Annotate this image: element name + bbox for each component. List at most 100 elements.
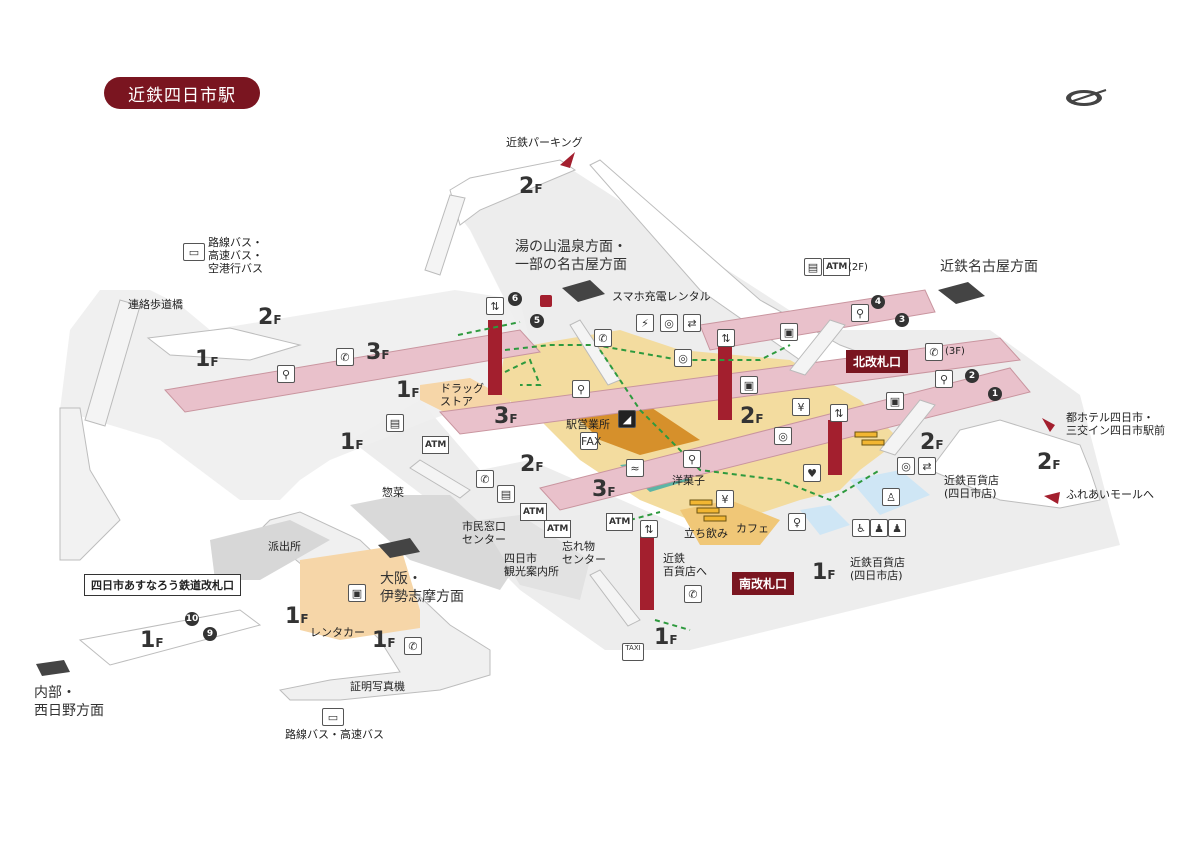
marker-1: 1 (988, 387, 1002, 401)
taxi-icon: TAXI (622, 643, 644, 661)
utsube-direction: 内部・西日野方面 (34, 685, 104, 720)
luggage-icon: ▣ (348, 584, 366, 602)
bus-stop-top-label: 路線バス・高速バス・空港行バス (208, 236, 263, 276)
marker-2: 2 (965, 369, 979, 383)
atm-icon-3: ATM (520, 503, 548, 521)
floor-label-1f-c: 1F (340, 430, 364, 455)
standing-bar-label: 立ち飲み (684, 527, 728, 540)
deli-label: 惣菜 (382, 486, 404, 499)
yunoyama-direction: 湯の山温泉方面・一部の名古屋方面 (515, 239, 627, 274)
elevator-icon-3: ⇅ (830, 404, 848, 422)
info-person-icon: ♙ (882, 488, 900, 506)
charging-label: スマホ充電レンタル (612, 290, 711, 303)
phone-icon-3: ✆ (925, 343, 943, 361)
ticket-gates (689, 431, 885, 522)
floor-label-1f-right: 1F (812, 560, 836, 585)
atm-icon-5: ATM (606, 513, 634, 531)
parking-label: 近鉄パーキング (506, 136, 583, 149)
dept-store-a-label: 近鉄百貨店(四日市店) (944, 474, 999, 501)
phone-icon-6: ✆ (404, 637, 422, 655)
floor-label-2f-top: 2F (519, 174, 543, 199)
toilet-icon-5: ⚲ (683, 450, 701, 468)
city-window-label: 市民窓口センター (462, 520, 506, 547)
bus-icon: ▭ (183, 243, 205, 261)
locker-icon: ◎ (674, 349, 692, 367)
atm-icon: ATM (823, 258, 851, 276)
asunarou-gate-label: 四日市あすなろう鉄道改札口 (84, 574, 241, 596)
route-lines (457, 321, 881, 631)
photo-booth-label: 証明写真機 (350, 680, 405, 693)
floor-label-1f-asunarou: 1F (285, 604, 309, 629)
fureai-direction: ふれあいモールへ (1066, 488, 1154, 501)
arrows (36, 152, 1060, 676)
phone-icon: ✆ (336, 348, 354, 366)
ticket-icon: ◢ (618, 410, 636, 428)
floor-label-3f-c: 3F (592, 477, 616, 502)
family-icon: ♟ (870, 519, 888, 537)
luggage-icon-4: ▣ (886, 392, 904, 410)
hotel-direction: 都ホテル四日市・三交イン四日市駅前 (1066, 411, 1165, 438)
floor-label-1f-platform: 1F (140, 628, 164, 653)
drugstore-label: ドラッグストア (440, 382, 484, 409)
smoking-icon: ≈ (626, 459, 644, 477)
police-box-label: 派出所 (268, 540, 301, 553)
floor-label-1f-b: 1F (396, 378, 420, 403)
toilet-icon-3: ⚲ (851, 304, 869, 322)
atm-icon-4: ATM (544, 520, 572, 538)
floor-label-2f-right: 2F (920, 430, 944, 455)
south-gate-label: 南改札口 (732, 572, 795, 595)
marker-10: 10 (185, 612, 199, 626)
floor-label-1f-rental: 1F (372, 628, 396, 653)
ticket-machine-icon-2: ▤ (497, 485, 515, 503)
elevator-shafts (488, 320, 842, 610)
atm-floor-note: (2F) (848, 262, 868, 273)
floor-label-3f-b: 3F (494, 404, 518, 429)
marker-5: 5 (530, 314, 544, 328)
floor-label-3f-a: 3F (366, 340, 390, 365)
tourist-info-label: 四日市観光案内所 (504, 552, 559, 579)
floor-label-1f-bottom: 1F (654, 625, 678, 650)
dept-store-direction: 近鉄百貨店へ (663, 552, 707, 579)
bus-stop-bottom-label: 路線バス・高速バス (285, 728, 384, 741)
coin-locker-icon: ◎ (660, 314, 678, 332)
marker-4: 4 (871, 295, 885, 309)
exchange-icon-2: ⇄ (918, 457, 936, 475)
yen-icon: ¥ (792, 398, 810, 416)
nagoya-direction: 近鉄名古屋方面 (940, 259, 1038, 275)
compass-icon (1066, 89, 1107, 106)
power-icon: ⚡ (636, 314, 654, 332)
phone-icon-5: ✆ (684, 585, 702, 603)
phone-icon-2: ✆ (594, 329, 612, 347)
phone-floor-note: (3F) (945, 346, 965, 357)
floor-label-2f-center: 2F (740, 404, 764, 429)
cafe-label: カフェ (736, 522, 769, 535)
marker-9: 9 (203, 627, 217, 641)
phone-icon-4: ✆ (476, 470, 494, 488)
yen-icon-2: ¥ (716, 490, 734, 508)
dept-store-b-label: 近鉄百貨店(四日市店) (850, 556, 905, 583)
aed-icon: ♥ (803, 464, 821, 482)
station-title: 近鉄四日市駅 (104, 77, 260, 109)
accessible-icon: ♿ (852, 519, 870, 537)
fax-icon: FAX (580, 432, 601, 450)
floor-label-2f-left: 2F (258, 305, 282, 330)
locker-icon-2: ◎ (774, 427, 792, 445)
bus-icon-bottom: ▭ (322, 708, 344, 726)
marker-6: 6 (508, 292, 522, 306)
luggage-icon-2: ▣ (780, 323, 798, 341)
lost-found-label: 忘れ物センター (562, 540, 606, 567)
sweets-label: 洋菓子 (672, 474, 705, 487)
ticket-machine-icon: ▤ (386, 414, 404, 432)
north-gate-label: 北改札口 (846, 350, 909, 373)
floor-label-2f-c: 2F (520, 452, 544, 477)
elevator-icon-2: ⇅ (717, 329, 735, 347)
marker-3: 3 (895, 313, 909, 327)
exchange-icon: ⇄ (683, 314, 701, 332)
toilet-icon-2: ⚲ (572, 380, 590, 398)
toilet-icon-4: ⚲ (935, 370, 953, 388)
floor-label-2f-far-right: 2F (1037, 450, 1061, 475)
elevator-icon-4: ⇅ (640, 520, 658, 538)
locker-icon-3: ◎ (897, 457, 915, 475)
elevator-icon: ⇅ (486, 297, 504, 315)
